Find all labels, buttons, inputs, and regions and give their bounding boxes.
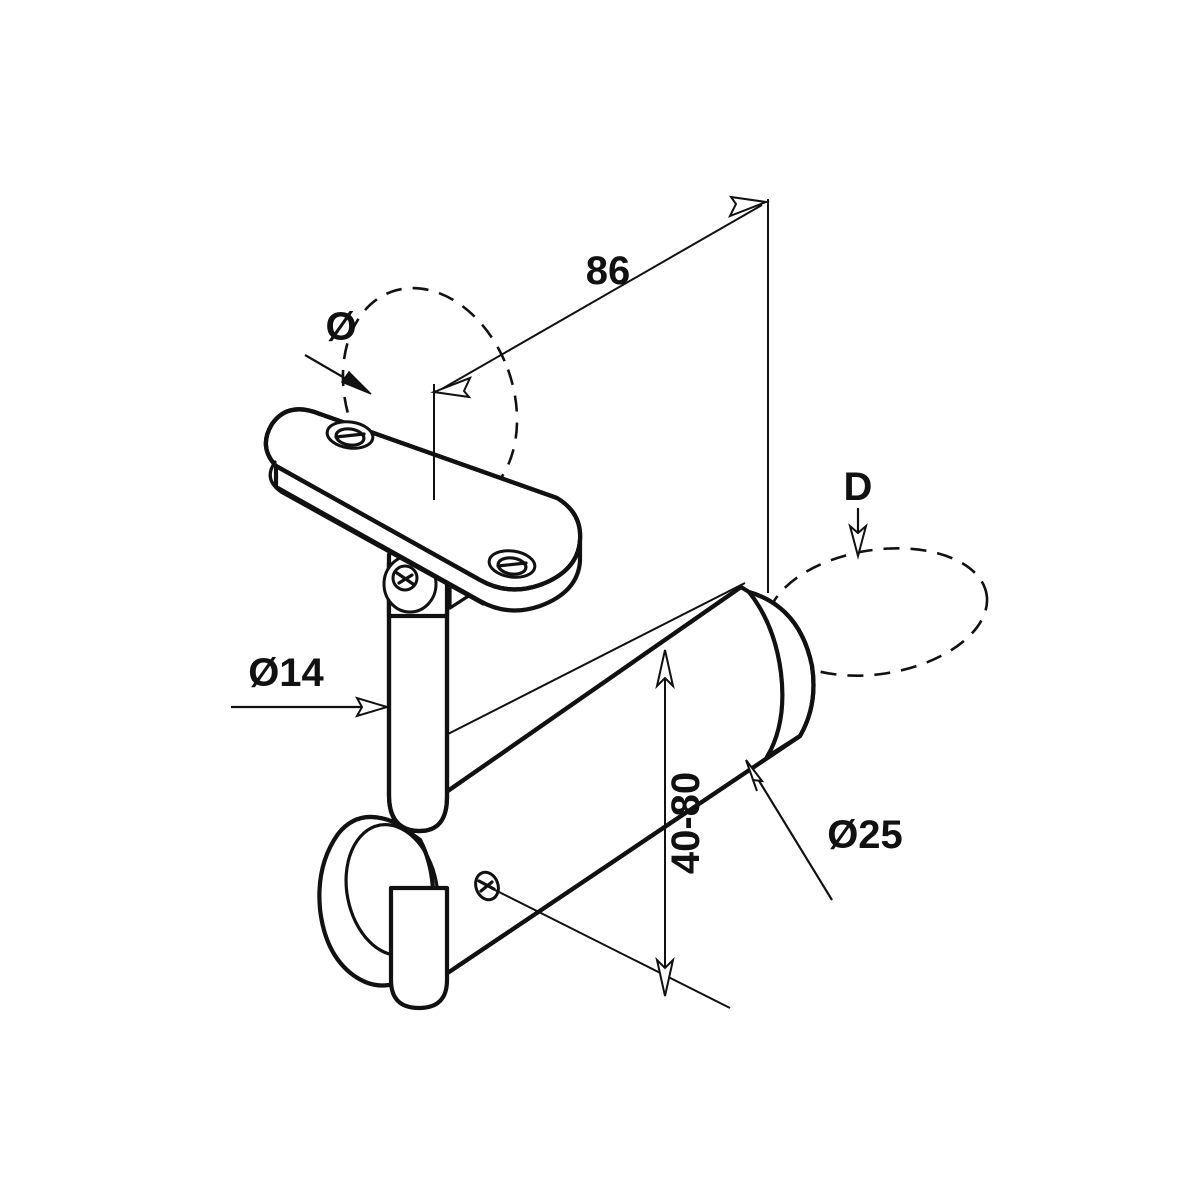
callout-tube-diameter: Ø25 xyxy=(745,759,903,901)
dimension-height-range-label: 40-80 xyxy=(664,772,708,874)
callout-post-diameter: Ø14 xyxy=(231,651,391,718)
dimension-86: 86 xyxy=(430,195,770,500)
callout-plate-hole-label: Ø xyxy=(325,305,356,349)
wall-mounting-plate xyxy=(263,407,583,613)
callout-d-diameter: D xyxy=(844,465,873,560)
dimension-86-label: 86 xyxy=(586,249,631,293)
callout-plate-hole: Ø xyxy=(304,305,372,395)
callout-post-diameter-label: Ø14 xyxy=(248,651,324,695)
vertical-post xyxy=(386,560,450,1011)
dimension-height-range: 40-80 xyxy=(445,582,746,1009)
callout-tube-diameter-label: Ø25 xyxy=(827,813,903,857)
callout-d-diameter-label: D xyxy=(844,465,873,509)
